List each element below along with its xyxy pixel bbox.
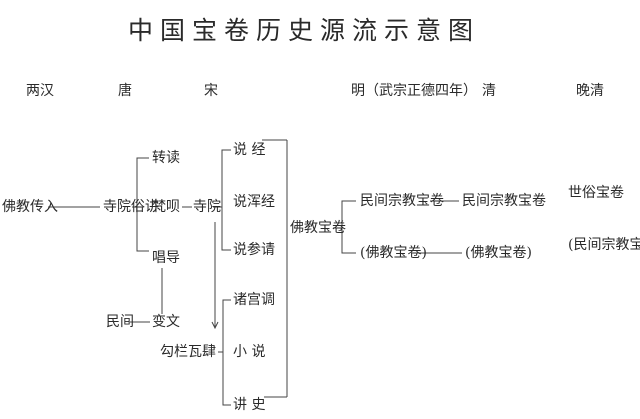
node-jiangshi: 讲 史 xyxy=(233,397,266,413)
node-bianwen: 变文 xyxy=(152,314,180,330)
node-fanbai: 梵呗 xyxy=(152,199,180,215)
bracket-shuojing xyxy=(221,149,231,251)
node-minjian-zongjiao-baojuan-paren: (民间宗教宝卷) xyxy=(568,237,640,253)
node-shuocanqing: 说参请 xyxy=(233,242,275,258)
node-changdao: 唱导 xyxy=(152,250,180,266)
bracket-siyuan-sujiang xyxy=(136,157,149,252)
node-fojiao-chuanru: 佛教传入 xyxy=(2,199,58,215)
node-shuojing: 说 经 xyxy=(233,142,266,158)
era-song: 宋 xyxy=(204,83,218,99)
node-xiaoshuo: 小 说 xyxy=(233,344,266,360)
node-minjian-zongjiao-baojuan-ming: 民间宗教宝卷 xyxy=(360,193,444,209)
node-zhugongdiao: 诸宫调 xyxy=(233,292,275,308)
node-fojiao-baojuan-paren-ming: (佛教宝卷) xyxy=(360,245,427,261)
node-fojiao-baojuan-paren-qing: (佛教宝卷) xyxy=(465,245,532,261)
node-minjian-zongjiao-baojuan-qing: 民间宗教宝卷 xyxy=(462,193,546,209)
node-zhuandu: 转读 xyxy=(152,150,180,166)
node-shisu-baojuan: 世俗宝卷 xyxy=(568,185,624,201)
node-siyuan-sujiang: 寺院俗讲 xyxy=(103,199,159,215)
era-han: 两汉 xyxy=(26,83,54,99)
era-tang: 唐 xyxy=(118,83,132,99)
arrow-head xyxy=(211,321,219,330)
node-siyuan: 寺院 xyxy=(193,199,221,215)
era-qing: 清 xyxy=(482,83,496,99)
node-goulanwasi: 勾栏瓦肆 xyxy=(160,344,216,360)
node-fojiao-baojuan: 佛教宝卷 xyxy=(290,220,346,236)
bracket-ming xyxy=(341,200,356,254)
era-late-qing: 晚清 xyxy=(576,83,604,99)
diagram-title: 中国宝卷历史源流示意图 xyxy=(128,16,481,45)
node-minjian: 民间 xyxy=(106,314,134,330)
era-ming: 明（武宗正德四年） xyxy=(351,83,477,99)
bracket-goulan xyxy=(222,299,231,406)
node-shuohunjing: 说浑经 xyxy=(233,194,275,210)
